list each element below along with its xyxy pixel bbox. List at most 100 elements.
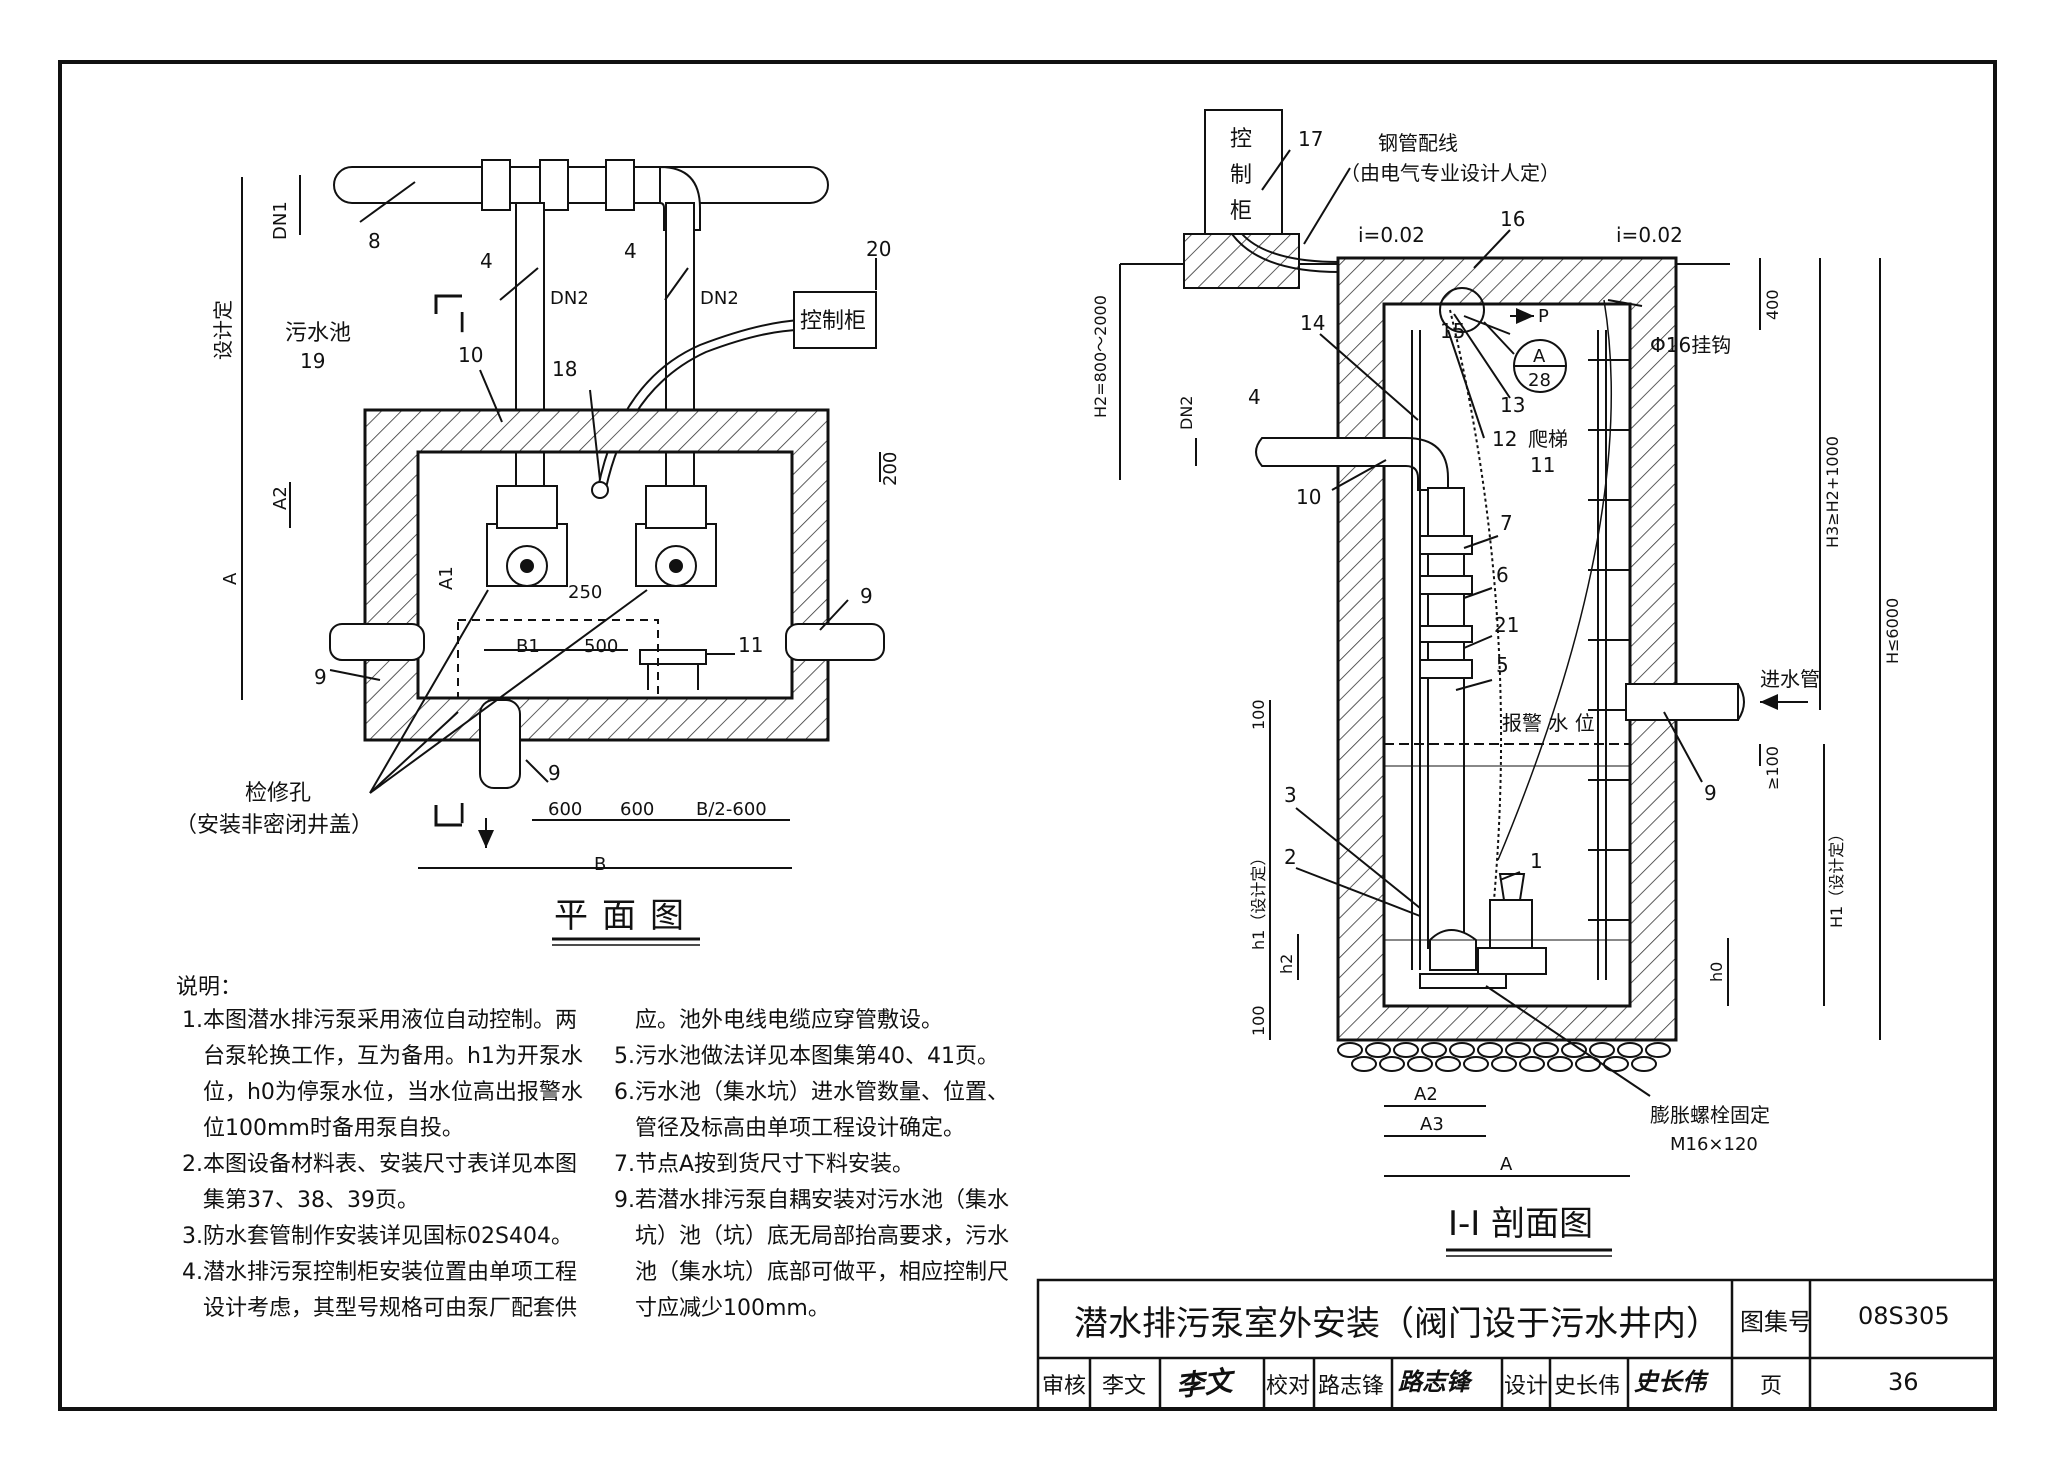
design-label: 设计 bbox=[1504, 1374, 1549, 1399]
plan-dim-b2-600: B/2-600 bbox=[696, 799, 767, 820]
section-callout-12: 12 bbox=[1492, 427, 1517, 451]
section-callout-17: 17 bbox=[1298, 127, 1323, 151]
section-ladder bbox=[1588, 330, 1630, 980]
anchor-size: M16×120 bbox=[1670, 1134, 1758, 1155]
detail-a-marker bbox=[1439, 287, 1485, 333]
plan-inlet-right bbox=[785, 623, 885, 661]
note-line: 位，h0为停泵水位，当水位高出报警水 bbox=[182, 1080, 583, 1105]
section-callout-6: 6 bbox=[1496, 563, 1509, 587]
section-dim-dn2: DN2 bbox=[1177, 396, 1196, 430]
plan-dim-dn2b: DN2 bbox=[700, 288, 739, 309]
checker-name: 路志锋 bbox=[1318, 1374, 1385, 1399]
pump-right bbox=[635, 485, 717, 587]
section-callout-3: 3 bbox=[1284, 783, 1297, 807]
note-line: 2.本图设备材料表、安装尺寸表详见本图 bbox=[182, 1152, 577, 1177]
section-dim-a3: A3 bbox=[1420, 1114, 1444, 1135]
section-callout-2: 2 bbox=[1284, 845, 1297, 869]
plan-callout-20: 20 bbox=[866, 237, 891, 261]
plan-callout-11: 11 bbox=[738, 633, 763, 657]
plan-dim-600a: 600 bbox=[548, 799, 582, 820]
pump-left bbox=[486, 485, 568, 587]
riser-pipe-left bbox=[515, 202, 545, 504]
section-callout-13: 13 bbox=[1500, 393, 1525, 417]
plan-dim-600b: 600 bbox=[620, 799, 654, 820]
plan-outlet-bottom bbox=[479, 699, 521, 789]
note-line: 5.污水池做法详见本图集第40、41页。 bbox=[614, 1044, 999, 1069]
plan-inlet-left bbox=[329, 623, 425, 661]
note-line: 位100mm时备用泵自投。 bbox=[182, 1116, 464, 1141]
plan-dim-b: B bbox=[594, 854, 606, 875]
section-cabinet-char-2: 制 bbox=[1230, 163, 1252, 188]
plan-callout-8: 8 bbox=[368, 229, 381, 253]
note-line: 9.若潜水排污泵自耦安装对污水池（集水 bbox=[614, 1188, 1009, 1213]
section-inlet-pipe bbox=[1625, 683, 1739, 721]
section-callout-21: 21 bbox=[1494, 613, 1519, 637]
detail-a-page: 28 bbox=[1528, 370, 1551, 391]
plan-callout-18: 18 bbox=[552, 357, 577, 381]
plan-design-label: 设计定 bbox=[211, 300, 235, 360]
designer-signature: 史长伟 bbox=[1634, 1367, 1706, 1396]
plan-dim-500: 500 bbox=[584, 636, 618, 657]
section-dim-h2: H2=800～2000 bbox=[1091, 295, 1110, 418]
section-callout-16: 16 bbox=[1500, 207, 1525, 231]
note-line: 池（集水坑）底部可做平，相应控制尺 bbox=[614, 1260, 1009, 1285]
section-dim-h1-right: H1（设计定） bbox=[1827, 826, 1846, 928]
section-dim-ge100: ≥100 bbox=[1763, 746, 1782, 790]
section-callout-14: 14 bbox=[1300, 311, 1325, 335]
note-line: 3.防水套管制作安装详见国标02S404。 bbox=[182, 1224, 573, 1249]
alarm-level-label: 报警 水 位 bbox=[1502, 711, 1595, 735]
review-label: 审核 bbox=[1042, 1374, 1087, 1399]
lifting-chain bbox=[1449, 309, 1503, 901]
plan-callout-9-bottom: 9 bbox=[548, 761, 561, 785]
note-line: 1.本图潜水排污泵采用液位自动控制。两 bbox=[182, 1008, 577, 1033]
plan-dim-200: 200 bbox=[880, 452, 901, 486]
section-dim-h: H≤6000 bbox=[1883, 598, 1902, 664]
plan-dim-250: 250 bbox=[568, 582, 602, 603]
note-line: 7.节点A按到货尺寸下料安装。 bbox=[614, 1152, 915, 1177]
hook-label: Φ16挂钩 bbox=[1650, 333, 1731, 357]
plan-dim-a1: A1 bbox=[436, 566, 457, 590]
plan-control-cabinet bbox=[793, 291, 877, 349]
inlet-label: 进水管 bbox=[1760, 667, 1820, 691]
riser-pipe-right bbox=[665, 202, 695, 504]
note-line: 管径及标高由单项工程设计确定。 bbox=[614, 1116, 965, 1141]
section-callout-15: 15 bbox=[1440, 319, 1465, 343]
plan-pool-num: 19 bbox=[300, 349, 325, 373]
section-cabinet-char-1: 控 bbox=[1230, 127, 1252, 152]
plan-heading: 平面图 bbox=[554, 896, 698, 936]
slope-right: i=0.02 bbox=[1616, 223, 1683, 247]
plan-view bbox=[241, 159, 885, 869]
section-discharge-pipe bbox=[1255, 437, 1449, 491]
atlas-number: 08S305 bbox=[1858, 1302, 1950, 1330]
section-riser bbox=[1427, 487, 1465, 949]
section-callout-1: 1 bbox=[1530, 849, 1543, 873]
section-callout-9: 9 bbox=[1704, 781, 1717, 805]
anchor-label: 膨胀螺栓固定 bbox=[1650, 1103, 1770, 1127]
section-cabinet-char-3: 柜 bbox=[1230, 199, 1252, 224]
cable-bundle bbox=[597, 319, 803, 489]
plan-ladder bbox=[639, 649, 707, 665]
section-dim-h0: h0 bbox=[1707, 962, 1726, 982]
section-callout-5: 5 bbox=[1496, 653, 1509, 677]
sheet-border bbox=[58, 60, 1997, 1411]
plan-dim-a2: A2 bbox=[270, 486, 291, 510]
section-callout-7: 7 bbox=[1500, 511, 1513, 535]
plan-section-mark-top: I bbox=[458, 306, 466, 339]
note-line: 应。池外电线电缆应穿管敷设。 bbox=[614, 1008, 943, 1033]
plan-callout-4b: 4 bbox=[624, 239, 637, 263]
plan-callout-9-right: 9 bbox=[860, 584, 873, 608]
plan-manhole-note: （安装非密闭井盖） bbox=[175, 813, 373, 838]
section-view bbox=[1119, 109, 1881, 1177]
plan-callout-10: 10 bbox=[458, 343, 483, 367]
cabinet-base bbox=[1183, 233, 1300, 289]
note-line: 设计考虑，其型号规格可由泵厂配套供 bbox=[182, 1296, 577, 1321]
detail-a-letter: A bbox=[1533, 346, 1546, 367]
note-line: 寸应减少100mm。 bbox=[614, 1296, 830, 1321]
steel-pipe-label: 钢管配线 bbox=[1378, 131, 1458, 155]
steel-pipe-note: （由电气专业设计人定） bbox=[1340, 161, 1560, 185]
plan-control-cabinet-label: 控制柜 bbox=[800, 309, 866, 334]
plan-callout-4a: 4 bbox=[480, 249, 493, 273]
plan-dim-dn1: DN1 bbox=[270, 201, 291, 240]
plan-manhole-label: 检修孔 bbox=[245, 781, 311, 806]
